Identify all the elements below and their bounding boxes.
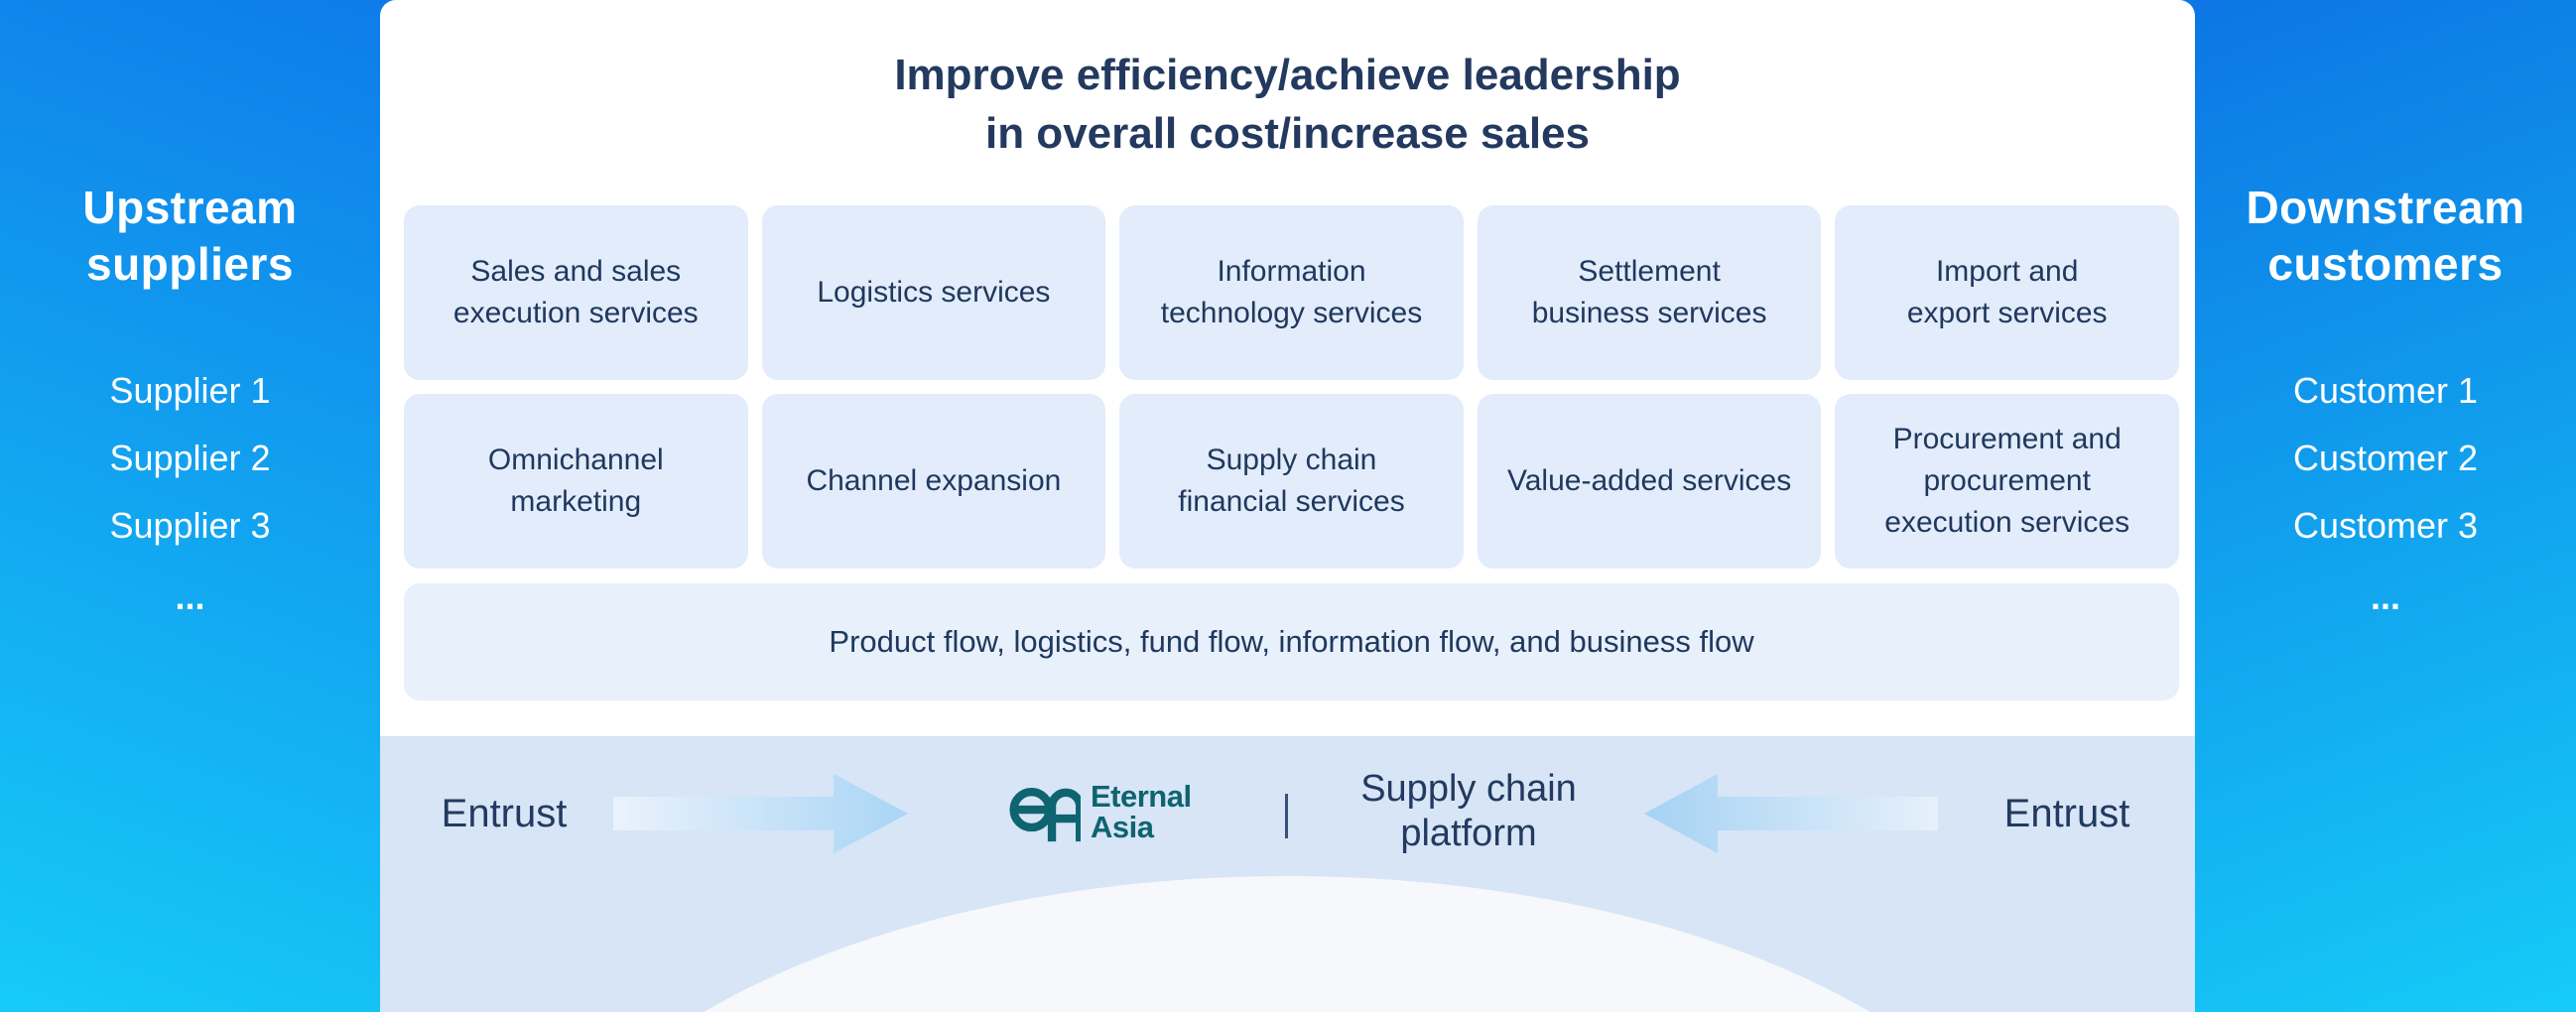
downstream-customers-panel: Downstream customers Customer 1 Customer… [2195,0,2576,1012]
service-box: Omnichannel marketing [404,394,748,569]
service-box: Settlement business services [1477,205,1822,380]
eternal-asia-logo-text: Eternal Asia [1091,779,1192,844]
upstream-suppliers-panel: Upstream suppliers Supplier 1 Supplier 2… [0,0,380,1012]
service-box: Sales and sales execution services [404,205,748,380]
list-item: Supplier 2 [109,438,271,478]
service-box: Channel expansion [761,394,1106,569]
list-item: Customer 3 [2292,505,2479,546]
downstream-customers-heading: Downstream customers [2246,182,2525,290]
service-box: Value-added services [1477,394,1822,569]
flow-bar: Product flow, logistics, fund flow, info… [404,583,2179,700]
list-item-ellipsis: ... [175,576,205,617]
entrust-arrow-right-icon [613,774,908,853]
list-item: Supplier 1 [109,370,271,411]
entrust-right-label: Entrust [2003,792,2130,835]
supplier-list: Supplier 1 Supplier 2 Supplier 3 ... [0,357,380,635]
central-panel: Improve efficiency/achieve leadership in… [380,0,2195,1012]
service-box: Supply chain financial services [1119,394,1464,569]
eternal-asia-logo-icon [1009,788,1081,842]
service-box: Information technology services [1119,205,1464,380]
service-grid: Sales and sales execution services Logis… [404,205,2179,569]
list-item: Customer 1 [2292,370,2479,411]
customer-list: Customer 1 Customer 2 Customer 3 ... [2195,357,2576,635]
dome-background [513,876,2061,1012]
page-title: Improve efficiency/achieve leadership in… [894,51,1681,158]
platform-strip: Entrust [380,736,2195,1012]
service-box: Import and export services [1835,205,2179,380]
eternal-asia-logo: Eternal Asia [1009,780,1192,843]
vertical-divider [1285,794,1288,838]
entrust-arrow-left-icon [1644,774,1938,853]
list-item: Supplier 3 [109,505,271,546]
service-box: Logistics services [761,205,1106,380]
supply-chain-platform-label: Supply chain platform [1360,768,1577,854]
list-item: Customer 2 [2292,438,2479,478]
list-item-ellipsis: ... [2370,576,2400,617]
service-box: Procurement and procurement execution se… [1835,394,2179,569]
upstream-suppliers-heading: Upstream suppliers [82,182,298,290]
entrust-left-label: Entrust [441,792,568,835]
